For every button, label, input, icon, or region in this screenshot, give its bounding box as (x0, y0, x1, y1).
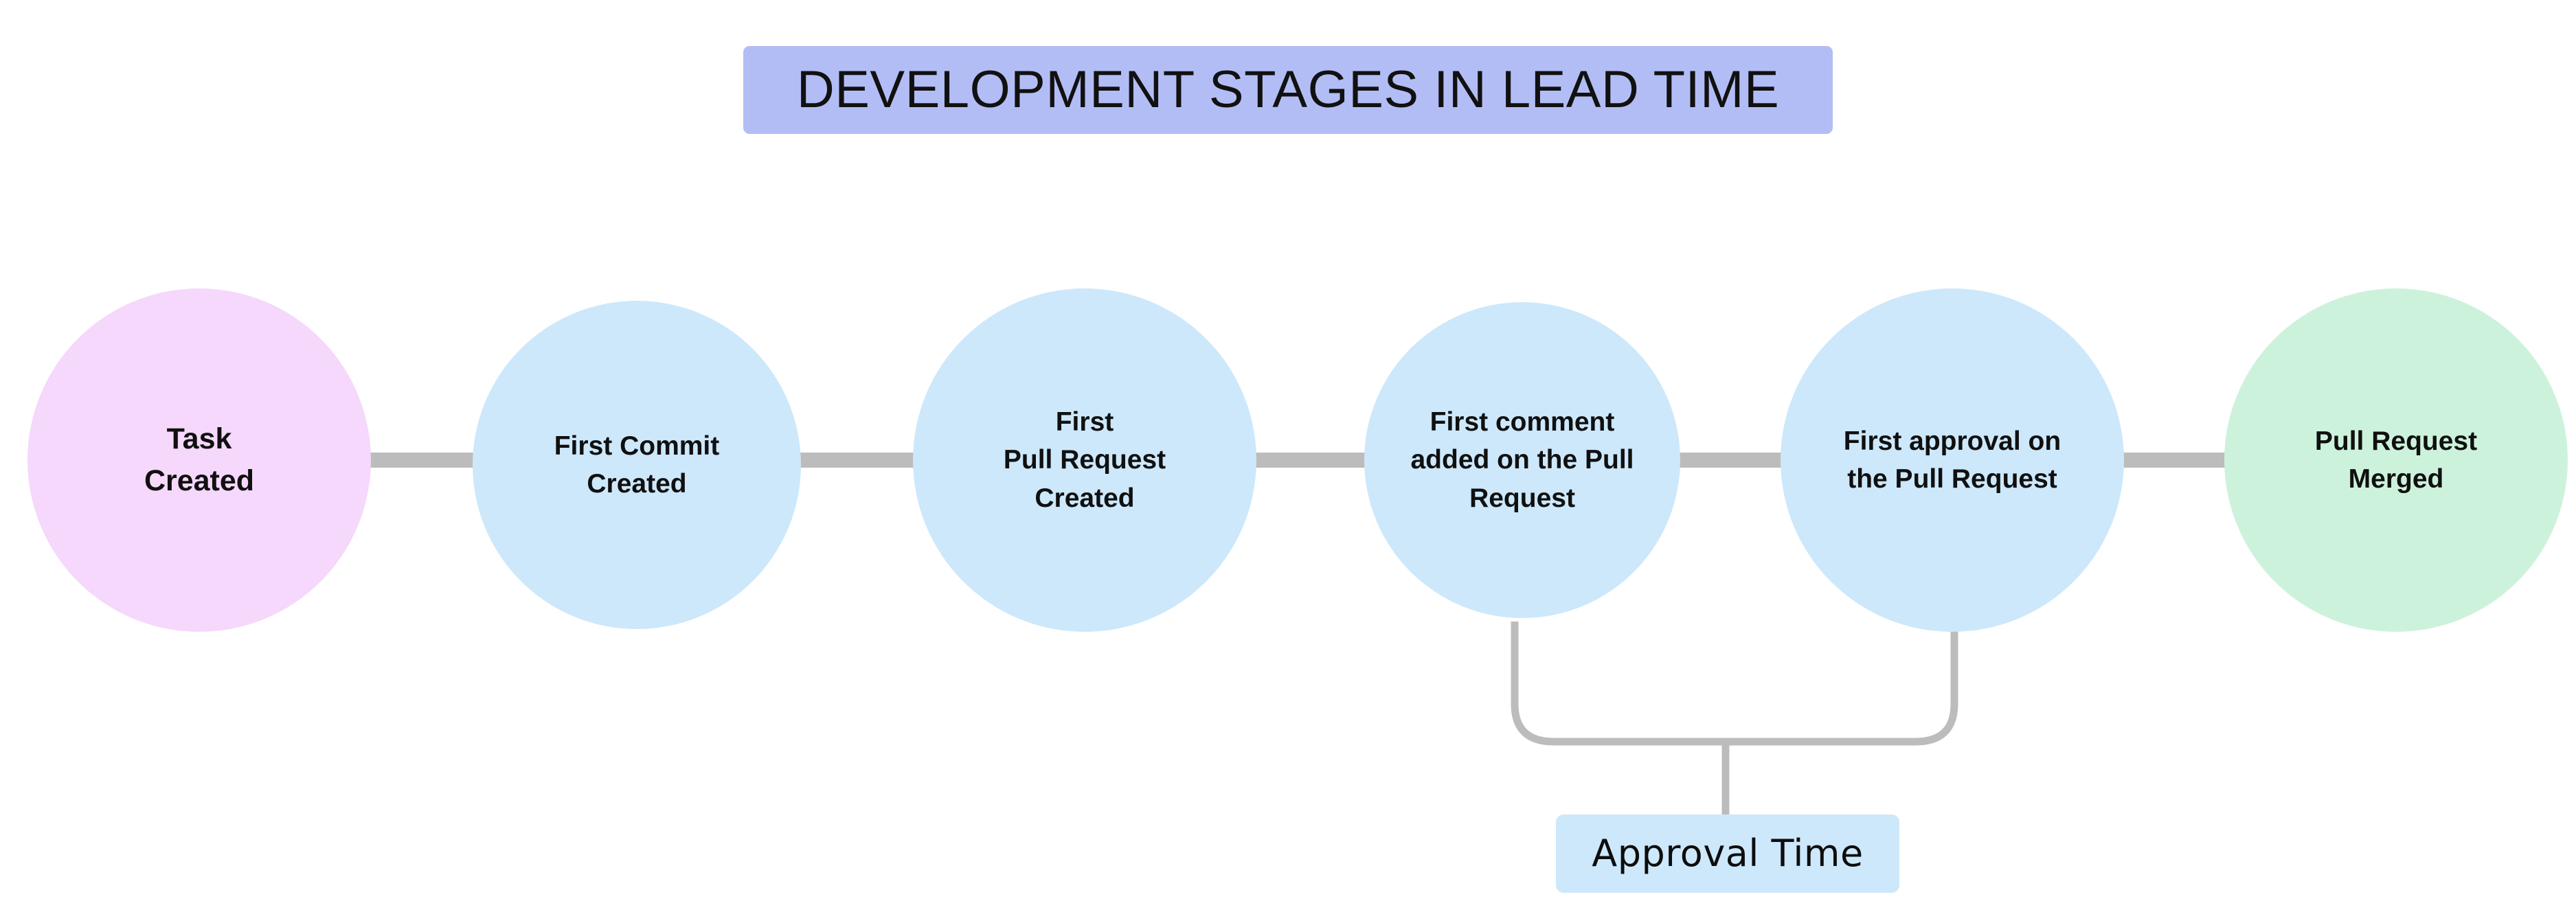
connector-first-approval-to-pull-request-merged (2116, 453, 2228, 468)
node-task-created[interactable]: Task Created (27, 288, 371, 632)
node-label: Pull Request Merged (2314, 426, 2478, 494)
node-first-comment[interactable]: First comment added on the Pull Request (1364, 302, 1680, 618)
node-first-approval[interactable]: First approval on the Pull Request (1781, 288, 2124, 632)
node-label: First Pull Request Created (1003, 407, 1166, 513)
diagram-title-banner: DEVELOPMENT STAGES IN LEAD TIME (743, 46, 1833, 134)
node-label: First comment added on the Pull Request (1410, 407, 1634, 513)
connector-first-pull-request-to-first-comment (1249, 453, 1368, 468)
annotation-label: Approval Time (1592, 832, 1864, 875)
annotation-approval-time[interactable]: Approval Time (1556, 814, 1899, 893)
connector-first-comment-to-first-approval (1673, 453, 1785, 468)
node-label: First approval on the Pull Request (1843, 426, 2061, 494)
node-label: Task Created (144, 422, 255, 497)
node-label: First Commit Created (554, 431, 720, 499)
connector-first-commit-to-first-pull-request (793, 453, 916, 468)
node-first-commit[interactable]: First Commit Created (473, 301, 801, 629)
node-first-pull-request[interactable]: First Pull Request Created (913, 288, 1256, 632)
page-title: DEVELOPMENT STAGES IN LEAD TIME (796, 60, 1780, 119)
connector-task-created-to-first-commit (363, 453, 475, 468)
node-pull-request-merged[interactable]: Pull Request Merged (2224, 288, 2568, 632)
